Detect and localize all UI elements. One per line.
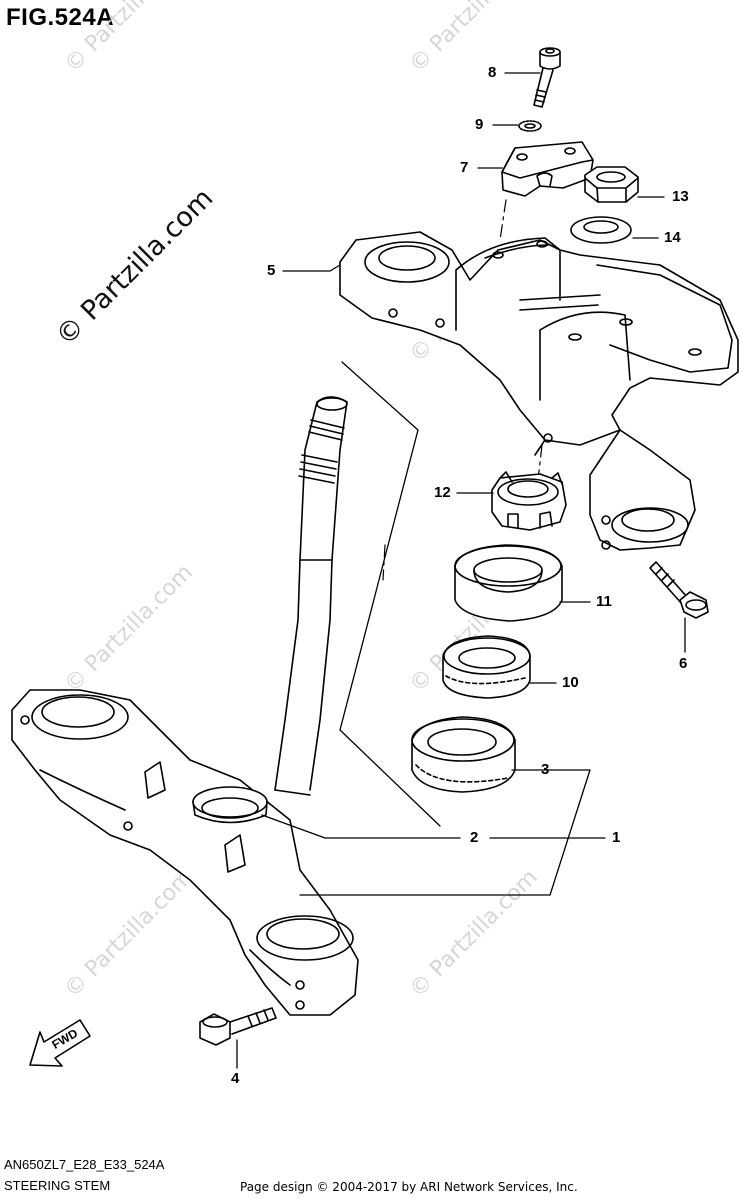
bolt-8-drawing xyxy=(533,47,561,108)
seal-11-drawing xyxy=(454,544,563,622)
fwd-arrow-icon: FWD xyxy=(29,1019,91,1067)
callout-1: 1 xyxy=(612,829,621,846)
fork-clamp-lower-right-drawing xyxy=(589,429,696,551)
washer-14-drawing xyxy=(570,216,632,244)
callout-3: 3 xyxy=(541,761,550,778)
callout-13: 13 xyxy=(672,188,689,205)
callout-9: 9 xyxy=(475,116,484,133)
lower-bracket-1-drawing xyxy=(11,689,359,1016)
callout-5: 5 xyxy=(267,262,276,279)
callout-4: 4 xyxy=(231,1070,240,1087)
callout-6: 6 xyxy=(679,655,688,672)
callout-12: 12 xyxy=(434,484,451,501)
nut-13-drawing xyxy=(584,166,639,203)
stem-nut-12-drawing xyxy=(491,471,567,531)
steering-stem-drawing xyxy=(274,396,348,796)
leader-lines xyxy=(236,72,686,1069)
callout-11: 11 xyxy=(596,593,612,610)
upper-bracket-5-drawing xyxy=(339,231,739,456)
callout-7: 7 xyxy=(460,159,469,176)
model-code: AN650ZL7_E28_E33_524A xyxy=(4,1157,165,1172)
bearing-3-drawing xyxy=(411,716,516,793)
callout-8: 8 xyxy=(488,64,497,81)
copyright-notice: Page design © 2004-2017 by ARI Network S… xyxy=(240,1180,578,1194)
callout-2: 2 xyxy=(470,829,479,846)
bolt-4-drawing xyxy=(199,1007,277,1046)
handlebar-holder-7-drawing xyxy=(501,141,594,197)
bearing-10-drawing xyxy=(442,635,531,699)
figure-title: FIG.524A xyxy=(6,4,115,31)
callout-10: 10 xyxy=(562,674,579,691)
callout-14: 14 xyxy=(664,229,681,246)
washer-9-drawing xyxy=(518,120,542,132)
figure-name: STEERING STEM xyxy=(4,1178,111,1193)
bolt-6-drawing xyxy=(649,561,709,619)
